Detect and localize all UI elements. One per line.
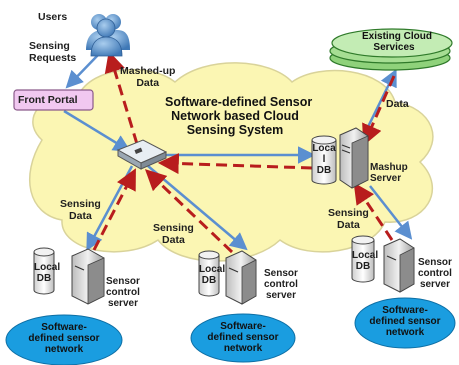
mashup-local-db-line-3: DB xyxy=(316,165,332,176)
right-sensor-network-ellipse xyxy=(354,297,456,349)
existing-cloud-services-label: Existing Cloud Services xyxy=(362,31,432,53)
arrow-portal-to-hub xyxy=(63,109,131,152)
arrow-hub-to-users xyxy=(104,50,139,145)
system-title-line-2: Network based Cloud xyxy=(171,109,299,123)
left-local-db-label: Local DB xyxy=(34,262,61,284)
left-sensor-network-line-3: network xyxy=(44,344,84,355)
left-local-db-icon xyxy=(33,247,55,295)
mashed-up-data-label: Mashed-up Data xyxy=(120,65,175,89)
left-sensor-control-server-line-3: server xyxy=(107,298,138,309)
users-label: Users xyxy=(38,11,68,23)
middle-local-db-line-2: DB xyxy=(201,275,217,286)
left-sensor-control-server-line-2: control xyxy=(106,287,140,298)
system-title: Software-defined Sensor Network based Cl… xyxy=(165,95,313,137)
right-local-db-line-2: DB xyxy=(355,261,371,272)
arrow-middle-sensor-to-hub xyxy=(144,169,234,254)
middle-local-db-label: Local DB xyxy=(199,264,226,286)
middle-sensor-network-label: Software- defined sensor network xyxy=(203,321,283,354)
left-sensor-network-ellipse xyxy=(5,314,123,365)
left-sensor-network-line-1: Software- xyxy=(41,322,87,333)
middle-sensor-network-line-2: defined sensor xyxy=(207,332,279,343)
mashup-local-db-line-2: l xyxy=(322,154,326,165)
right-sensor-control-server-line-3: server xyxy=(419,279,450,290)
data-label: Data xyxy=(386,98,409,110)
network-switch-icon xyxy=(116,139,168,170)
middle-sensor-control-server-line-1: Sensor xyxy=(264,268,298,279)
sensing-data-label-left: Sensing Data xyxy=(60,198,101,222)
arrow-existing-to-mashup xyxy=(362,75,396,146)
right-sensor-control-server-line-1: Sensor xyxy=(418,257,452,268)
middle-sensor-network-ellipse xyxy=(190,313,296,363)
left-sensor-server-icon xyxy=(71,248,105,305)
red-arrows xyxy=(92,50,396,254)
arrow-mashup-to-hub xyxy=(157,153,313,175)
mashup-local-db-icon xyxy=(311,135,337,185)
arrow-users-to-portal xyxy=(65,54,99,89)
arrow-right-sensor-to-mashup xyxy=(353,182,394,241)
mashup-server-label: Mashup Server xyxy=(370,162,408,184)
mashup-local-db-line-1: Loca xyxy=(312,143,336,154)
left-sensor-control-server-label: Sensor control server xyxy=(106,276,140,309)
sensing-data-right-line-2: Data xyxy=(337,219,360,231)
left-local-db-line-2: DB xyxy=(36,273,52,284)
right-sensor-control-server-label: Sensor control server xyxy=(418,257,452,290)
sensing-requests-line-2: Requests xyxy=(29,52,77,64)
right-sensor-network-label: Software- defined sensor network xyxy=(365,305,445,338)
system-cloud xyxy=(28,62,434,262)
existing-cloud-services-line-2: Services xyxy=(373,42,415,53)
mashup-server-line-2: Server xyxy=(370,173,402,184)
arrow-mashup-to-right-sensor xyxy=(369,185,413,240)
existing-cloud-services-line-1: Existing Cloud xyxy=(362,31,432,42)
sensing-data-label-middle: Sensing Data xyxy=(153,222,194,246)
middle-sensor-server-icon xyxy=(225,250,257,305)
mashup-local-db-label: Loca l DB xyxy=(312,143,336,176)
middle-local-db-icon xyxy=(198,250,220,297)
right-local-db-icon xyxy=(351,235,375,283)
sensing-data-right-line-1: Sensing xyxy=(328,207,369,219)
sensing-requests-label: Sensing Requests xyxy=(29,40,76,64)
mashed-up-data-line-2: Data xyxy=(136,77,160,89)
left-local-db-line-1: Local xyxy=(34,262,61,273)
middle-sensor-control-server-label: Sensor control server xyxy=(264,268,298,301)
middle-local-db-line-1: Local xyxy=(199,264,226,275)
mashed-up-data-line-1: Mashed-up xyxy=(120,65,176,77)
right-sensor-network-line-2: defined sensor xyxy=(369,316,441,327)
sensing-data-left-line-1: Sensing xyxy=(60,198,101,210)
sensing-data-label-right: Sensing Data xyxy=(328,207,369,231)
left-sensor-control-server-line-1: Sensor xyxy=(106,276,140,287)
middle-sensor-network-line-3: network xyxy=(223,343,263,354)
sensing-data-middle-line-1: Sensing xyxy=(153,222,194,234)
sensing-requests-line-1: Sensing xyxy=(29,40,70,52)
arrow-left-sensor-to-hub xyxy=(92,168,136,251)
sensing-data-left-line-2: Data xyxy=(69,210,92,222)
right-local-db-line-1: Local xyxy=(352,250,379,261)
right-sensor-network-line-3: network xyxy=(385,327,425,338)
system-title-line-3: Sensing System xyxy=(186,123,284,137)
left-sensor-network-label: Software- defined sensor network xyxy=(24,322,104,355)
front-portal-label: Front Portal xyxy=(18,94,78,106)
mashup-server-icon xyxy=(339,127,369,189)
right-sensor-control-server-line-2: control xyxy=(418,268,452,279)
middle-sensor-network-line-1: Software- xyxy=(220,321,266,332)
middle-sensor-control-server-line-3: server xyxy=(265,290,296,301)
right-sensor-server-icon xyxy=(383,238,415,293)
middle-sensor-control-server-line-2: control xyxy=(264,279,298,290)
right-local-db-label: Local DB xyxy=(352,250,379,272)
left-sensor-network-line-2: defined sensor xyxy=(28,333,100,344)
right-sensor-network-line-1: Software- xyxy=(382,305,428,316)
users-icon xyxy=(86,14,130,57)
system-title-line-1: Software-defined Sensor xyxy=(165,95,313,109)
mashup-server-line-1: Mashup xyxy=(370,162,408,173)
existing-cloud-services-shape xyxy=(329,28,453,71)
sensing-data-middle-line-2: Data xyxy=(162,234,185,246)
front-portal-box xyxy=(13,89,94,111)
